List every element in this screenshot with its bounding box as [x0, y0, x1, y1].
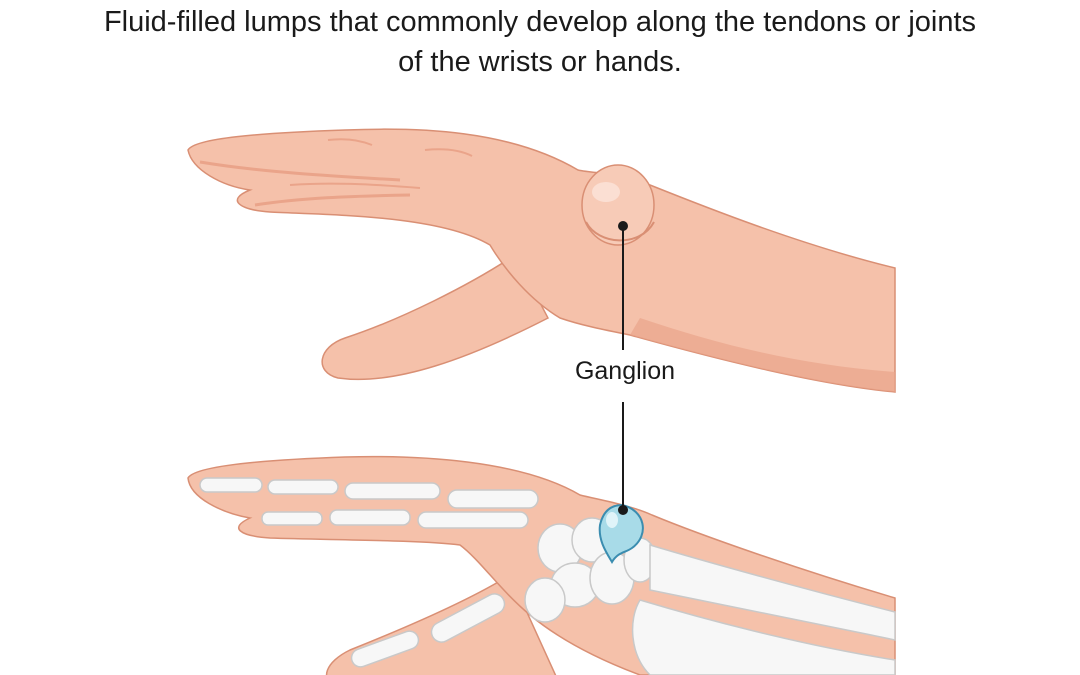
- callout-leader: [618, 221, 628, 515]
- diagram-subtitle: Fluid-filled lumps that commonly develop…: [103, 6, 977, 78]
- ganglion-lump-icon: [581, 164, 655, 246]
- hand-skeleton-icon: [187, 455, 896, 675]
- ganglion-cyst-icon: [598, 503, 644, 564]
- ganglion-label: Ganglion: [574, 357, 676, 385]
- hand-exterior-icon: [187, 128, 896, 393]
